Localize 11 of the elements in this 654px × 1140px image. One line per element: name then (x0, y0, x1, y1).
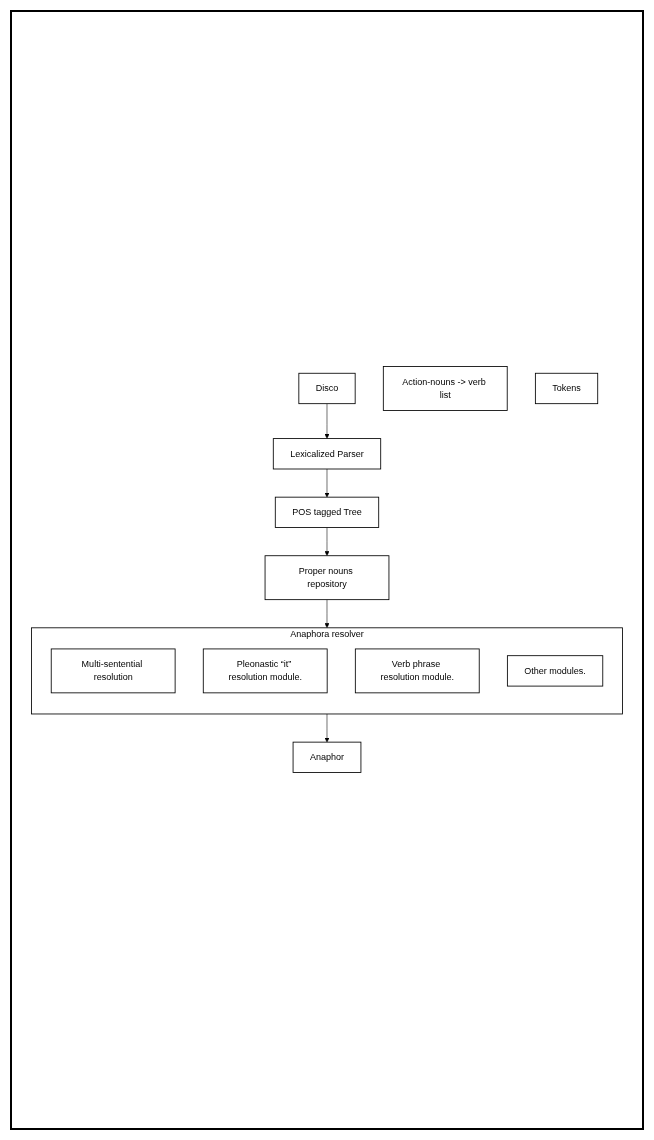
node-box: Anaphor (292, 742, 362, 774)
node-box: Multi-sentential resolution (50, 649, 176, 694)
node-box: Other modules. (506, 655, 604, 687)
node-box: Proper nouns repository (264, 555, 390, 601)
node-box: Lexicalized Parser (272, 438, 382, 470)
node-box: Pleonastic “it” resolution module. (202, 649, 328, 694)
node-box: Action-nouns -> verb list (382, 366, 508, 412)
node-box: Tokens (534, 373, 599, 405)
node-box: POS tagged Tree (274, 497, 380, 529)
node-box: Disco (298, 373, 356, 405)
node-box: Verb phrase resolution module. (354, 649, 480, 694)
